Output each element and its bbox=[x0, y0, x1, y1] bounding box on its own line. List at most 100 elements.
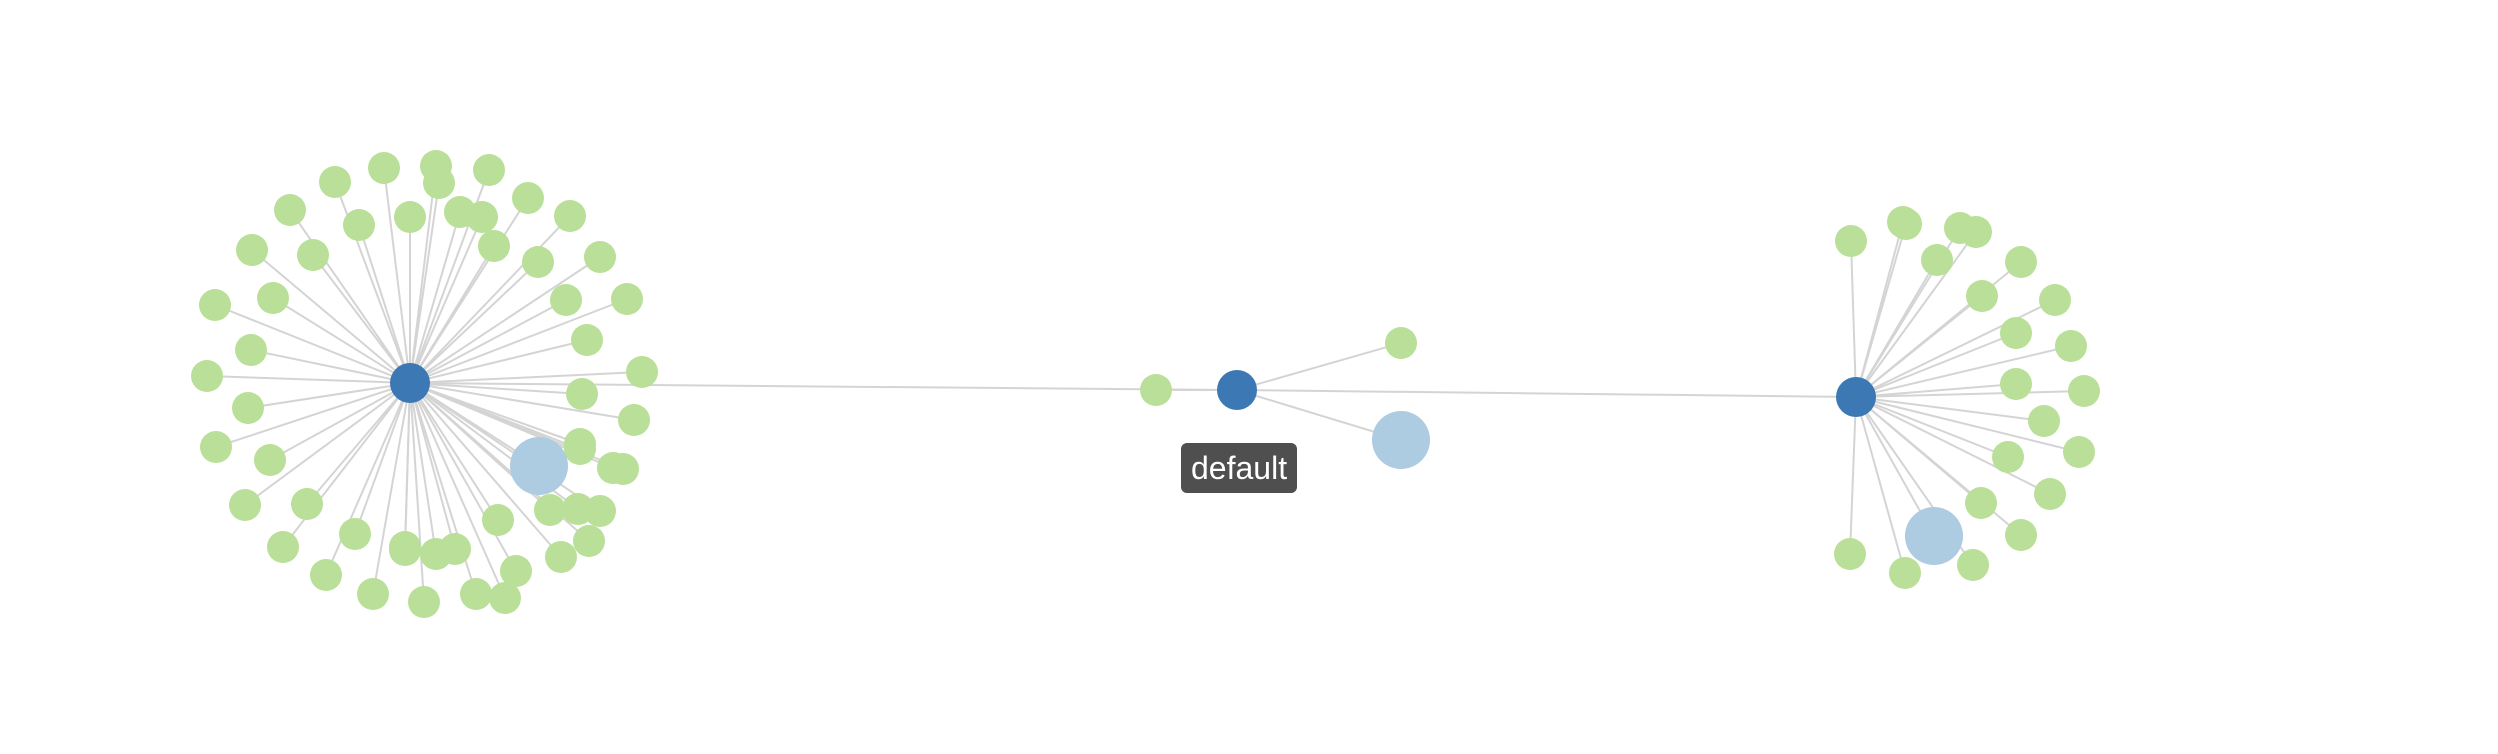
nodes-layer bbox=[191, 150, 2100, 618]
leaf-node[interactable] bbox=[423, 167, 455, 199]
leaf-node[interactable] bbox=[618, 404, 650, 436]
leaf-node[interactable] bbox=[229, 489, 261, 521]
leaf-node[interactable] bbox=[191, 360, 223, 392]
leaf-node[interactable] bbox=[1385, 327, 1417, 359]
leaf-node[interactable] bbox=[297, 239, 329, 271]
leaf-node[interactable] bbox=[2005, 519, 2037, 551]
leaf-node[interactable] bbox=[466, 201, 498, 233]
link-spoke bbox=[1855, 396, 2080, 453]
leaf-node[interactable] bbox=[1887, 206, 1919, 238]
leaf-node[interactable] bbox=[2034, 478, 2066, 510]
hub-node[interactable] bbox=[1217, 370, 1257, 410]
leaf-node[interactable] bbox=[597, 452, 629, 484]
group-node[interactable] bbox=[1372, 411, 1430, 469]
leaf-node[interactable] bbox=[343, 209, 375, 241]
links-layer bbox=[206, 165, 2085, 603]
leaf-node[interactable] bbox=[478, 230, 510, 262]
leaf-node[interactable] bbox=[545, 541, 577, 573]
leaf-node[interactable] bbox=[566, 378, 598, 410]
leaf-node[interactable] bbox=[274, 194, 306, 226]
leaf-node[interactable] bbox=[1835, 225, 1867, 257]
link-spoke bbox=[358, 224, 411, 384]
link-spoke bbox=[244, 382, 411, 506]
leaf-node[interactable] bbox=[1834, 538, 1866, 570]
leaf-node[interactable] bbox=[562, 493, 594, 525]
leaf-node[interactable] bbox=[2068, 375, 2100, 407]
link-spoke bbox=[1855, 396, 1906, 574]
link-spoke bbox=[409, 245, 495, 384]
leaf-node[interactable] bbox=[500, 555, 532, 587]
leaf-node[interactable] bbox=[200, 431, 232, 463]
leaf-node[interactable] bbox=[339, 518, 371, 550]
leaf-node[interactable] bbox=[584, 241, 616, 273]
group-node[interactable] bbox=[1905, 507, 1963, 565]
link-spoke bbox=[409, 382, 456, 550]
leaf-node[interactable] bbox=[408, 586, 440, 618]
leaf-node[interactable] bbox=[389, 534, 421, 566]
leaf-node[interactable] bbox=[489, 582, 521, 614]
link-spoke bbox=[409, 215, 571, 384]
leaf-node[interactable] bbox=[257, 282, 289, 314]
leaf-node[interactable] bbox=[534, 494, 566, 526]
leaf-node[interactable] bbox=[482, 504, 514, 536]
leaf-node[interactable] bbox=[564, 433, 596, 465]
leaf-node[interactable] bbox=[611, 283, 643, 315]
leaf-node[interactable] bbox=[232, 392, 264, 424]
leaf-node[interactable] bbox=[199, 289, 231, 321]
leaf-node[interactable] bbox=[1966, 280, 1998, 312]
leaf-node[interactable] bbox=[2063, 436, 2095, 468]
link-spoke bbox=[404, 382, 411, 551]
leaf-node[interactable] bbox=[573, 525, 605, 557]
link-spoke bbox=[1855, 396, 2045, 422]
leaf-node[interactable] bbox=[1965, 487, 1997, 519]
link-spoke bbox=[1855, 396, 2009, 458]
hub-node[interactable] bbox=[390, 363, 430, 403]
leaf-node[interactable] bbox=[267, 531, 299, 563]
group-node[interactable] bbox=[510, 437, 568, 495]
link-spoke bbox=[409, 382, 517, 572]
leaf-node[interactable] bbox=[236, 234, 268, 266]
leaf-node[interactable] bbox=[522, 246, 554, 278]
leaf-node[interactable] bbox=[473, 154, 505, 186]
link-spoke bbox=[409, 182, 440, 384]
link-spoke bbox=[1855, 231, 1977, 398]
leaf-node[interactable] bbox=[550, 284, 582, 316]
leaf-node[interactable] bbox=[2055, 330, 2087, 362]
link-spoke bbox=[409, 382, 583, 395]
link-spoke bbox=[372, 382, 411, 595]
link-spoke bbox=[325, 382, 411, 576]
leaf-node[interactable] bbox=[512, 182, 544, 214]
leaf-node[interactable] bbox=[235, 334, 267, 366]
leaf-node[interactable] bbox=[1957, 549, 1989, 581]
leaf-node[interactable] bbox=[460, 578, 492, 610]
leaf-node[interactable] bbox=[357, 578, 389, 610]
link-spoke bbox=[1855, 390, 2085, 398]
leaf-node[interactable] bbox=[2028, 405, 2060, 437]
hub-node[interactable] bbox=[1836, 377, 1876, 417]
leaf-node[interactable] bbox=[394, 201, 426, 233]
leaf-node[interactable] bbox=[2005, 246, 2037, 278]
leaf-node[interactable] bbox=[1889, 557, 1921, 589]
link-spoke bbox=[215, 382, 411, 448]
leaf-node[interactable] bbox=[1140, 374, 1172, 406]
leaf-node[interactable] bbox=[319, 166, 351, 198]
leaf-node[interactable] bbox=[1921, 244, 1953, 276]
leaf-node[interactable] bbox=[2000, 317, 2032, 349]
leaf-node[interactable] bbox=[2000, 368, 2032, 400]
leaf-node[interactable] bbox=[554, 200, 586, 232]
leaf-node[interactable] bbox=[626, 356, 658, 388]
leaf-node[interactable] bbox=[310, 559, 342, 591]
link-spoke bbox=[409, 382, 562, 558]
leaf-node[interactable] bbox=[571, 324, 603, 356]
leaf-node[interactable] bbox=[1944, 212, 1976, 244]
link-spoke bbox=[409, 261, 539, 384]
leaf-node[interactable] bbox=[420, 538, 452, 570]
node-tooltip: default bbox=[1181, 443, 1298, 493]
leaf-node[interactable] bbox=[2039, 284, 2071, 316]
leaf-node[interactable] bbox=[1992, 441, 2024, 473]
leaf-node[interactable] bbox=[254, 444, 286, 476]
leaf-node[interactable] bbox=[368, 152, 400, 184]
link-spoke bbox=[250, 349, 411, 384]
leaf-node[interactable] bbox=[291, 488, 323, 520]
